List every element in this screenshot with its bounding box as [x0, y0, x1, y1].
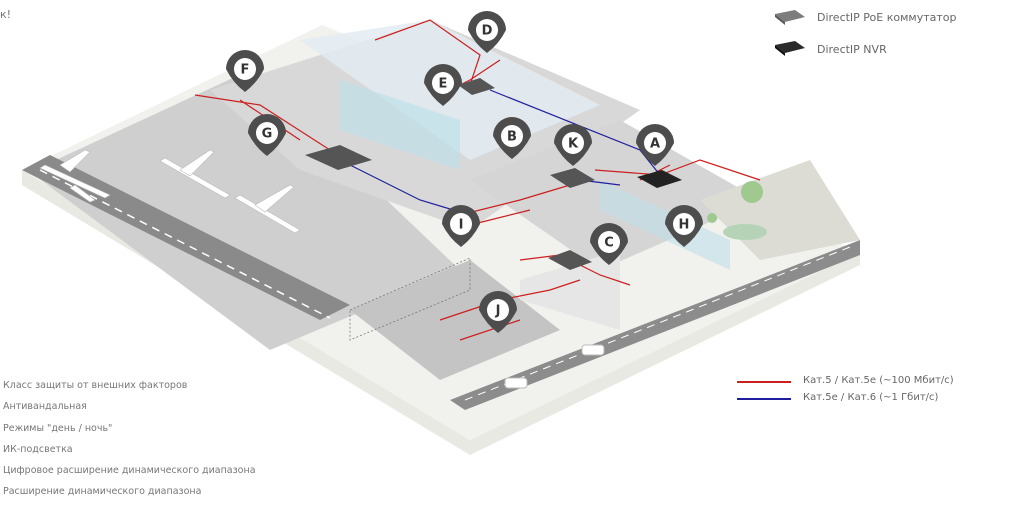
pond	[723, 224, 767, 240]
map-pin-center	[476, 19, 498, 41]
poe-switch-device	[305, 78, 595, 270]
map-marker-a[interactable]: A	[636, 124, 674, 166]
map-marker-g[interactable]: G	[248, 114, 286, 156]
map-marker-i[interactable]: I	[442, 205, 480, 247]
nvr-legend-icon	[775, 41, 805, 53]
legend-poe-switch-label: DirectIP PoE коммутатор	[817, 11, 957, 24]
map-marker-label: C	[604, 236, 614, 251]
feature-item[interactable]: Режимы "день / ночь"	[3, 422, 113, 434]
map-marker-j[interactable]: J	[479, 291, 517, 333]
map-pin-center	[234, 58, 256, 80]
airplane	[159, 149, 231, 199]
map-pin-center	[673, 213, 695, 235]
poe-switch-legend-icon-side	[775, 14, 785, 25]
map-pin-center	[450, 213, 472, 235]
nvr-device	[637, 170, 682, 188]
tree	[741, 181, 763, 203]
map-marker-e[interactable]: E	[424, 64, 462, 106]
map-marker-h[interactable]: H	[665, 205, 703, 247]
legend-cat6: Кат.5е / Кат.6 (~1 Гбит/с)	[737, 392, 997, 406]
tree	[707, 213, 717, 223]
glass-facade	[340, 80, 460, 170]
cat5-line-swatch	[737, 381, 791, 383]
map-pin-center	[432, 72, 454, 94]
map-marker-label: H	[679, 218, 690, 233]
legend-nvr: DirectIP NVR	[775, 43, 995, 59]
camera-features-list: Класс защиты от внешних факторов Антиван…	[3, 375, 256, 503]
map-pin-center	[256, 122, 278, 144]
legend-poe-switch: DirectIP PoE коммутатор	[775, 11, 995, 27]
map-marker-k[interactable]: K	[554, 124, 592, 166]
map-marker-label: J	[495, 304, 501, 319]
airplane	[39, 149, 111, 203]
feature-item[interactable]: Антивандальная	[3, 401, 87, 413]
cat6-line-swatch	[737, 398, 791, 400]
map-marker-label: D	[482, 24, 493, 39]
map-marker-c[interactable]: C	[590, 223, 628, 265]
map-marker-d[interactable]: D	[468, 11, 506, 53]
legend-nvr-label: DirectIP NVR	[817, 43, 887, 56]
map-pin-center	[598, 231, 620, 253]
runway-marking	[39, 169, 331, 319]
road	[450, 240, 860, 410]
map-marker-label: I	[459, 218, 464, 233]
car	[504, 377, 528, 389]
map-marker-label: K	[568, 137, 579, 152]
legend-cat5: Кат.5 / Кат.5е (~100 Мбит/с)	[737, 375, 997, 389]
car	[581, 344, 605, 356]
map-pin-center	[487, 299, 509, 321]
poe-switch-legend-icon	[775, 10, 805, 22]
map-pin-center	[644, 132, 666, 154]
map-pin-center	[562, 132, 584, 154]
map-marker-label: F	[241, 63, 250, 78]
airplane	[234, 184, 301, 234]
feature-item[interactable]: ИК-подсветка	[3, 443, 73, 455]
map-marker-label: A	[650, 137, 660, 152]
map-marker-f[interactable]: F	[226, 50, 264, 92]
map-marker-label: E	[439, 77, 448, 92]
map-marker-label: G	[262, 127, 273, 142]
feature-item[interactable]: Класс защиты от внешних факторов	[3, 380, 188, 391]
map-markers: A B C D E F G H I J K	[226, 11, 703, 333]
gate-building	[520, 250, 620, 330]
feature-item[interactable]: Расширение динамического диапазона	[3, 486, 202, 498]
feature-item[interactable]: Цифровое расширение динамического диапаз…	[3, 465, 256, 477]
glass-facade-2	[600, 180, 730, 270]
legend-cat5-label: Кат.5 / Кат.5е (~100 Мбит/с)	[803, 375, 954, 386]
parking-lot	[350, 260, 560, 380]
corner-text: к!	[0, 8, 12, 21]
map-pin-center	[501, 125, 523, 147]
nvr-legend-icon-side	[775, 45, 785, 56]
map-marker-b[interactable]: B	[493, 117, 531, 159]
legend-cat6-label: Кат.5е / Кат.6 (~1 Гбит/с)	[803, 392, 939, 403]
map-marker-label: B	[507, 130, 517, 145]
apron-area	[30, 70, 460, 350]
